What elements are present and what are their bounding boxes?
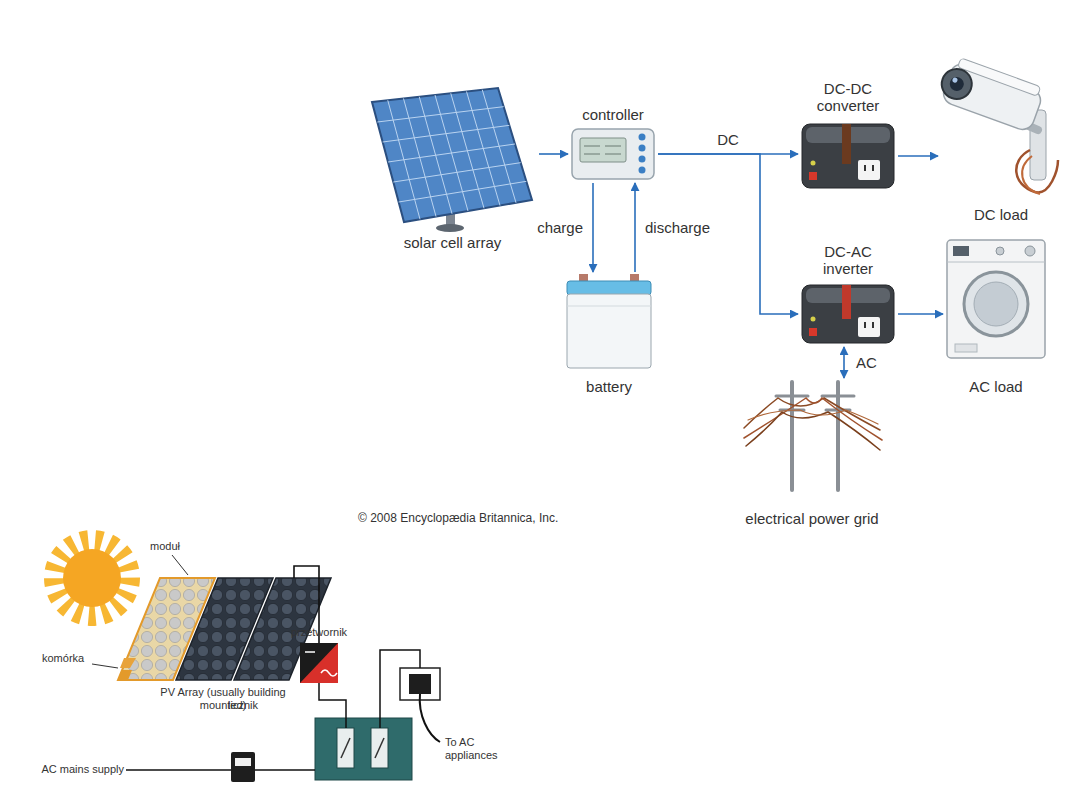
- dc-ac-inverter-picture: [802, 285, 894, 343]
- power-grid-picture: [744, 382, 882, 490]
- meter-picture: [231, 752, 255, 782]
- socket: To AC appliances: [400, 668, 440, 700]
- inverter-box-picture: [300, 643, 338, 683]
- caption: licznik: [208, 699, 278, 712]
- camera-picture: [935, 54, 1058, 194]
- caption: DC-DC converter: [807, 80, 889, 115]
- solar-array-picture: [372, 88, 532, 232]
- caption: battery: [559, 378, 659, 395]
- wires: [126, 650, 420, 770]
- battery: battery: [565, 274, 653, 370]
- edge-label: AC: [854, 354, 879, 371]
- meter: licznik: [231, 752, 255, 782]
- dc-ac-inverter: DC-AC inverter: [800, 283, 896, 345]
- flow-arrow: [592, 183, 594, 272]
- inverter: przetwornik: [300, 643, 338, 683]
- flow-arrow: [898, 155, 938, 157]
- caption: DC load: [941, 206, 1061, 223]
- flow-arrow: [634, 183, 636, 272]
- power-grid: electrical power grid: [742, 380, 882, 492]
- edge-label: DC: [715, 131, 741, 148]
- battery-picture: [567, 274, 651, 368]
- label: komórka: [42, 652, 84, 665]
- sun-picture: [54, 540, 130, 616]
- leader-line: [92, 664, 118, 668]
- caption: przetwornik: [274, 626, 364, 639]
- dc-load: DC load: [940, 62, 1062, 202]
- distribution-box-picture: [315, 718, 412, 780]
- caption: controller: [558, 106, 668, 123]
- dc-dc-converter-picture: [802, 124, 894, 188]
- edge-label: discharge: [643, 219, 712, 236]
- caption: AC load: [941, 378, 1051, 395]
- dc-dc-converter: DC-DC converter: [800, 120, 896, 192]
- caption: solar cell array: [373, 234, 533, 251]
- leader-line: [172, 555, 188, 575]
- caption: DC-AC inverter: [807, 243, 889, 278]
- controller-picture: [572, 129, 654, 179]
- ac-load: AC load: [945, 238, 1047, 360]
- socket-picture: [400, 668, 440, 742]
- caption: To AC appliances: [445, 736, 507, 761]
- label: AC mains supply: [41, 763, 124, 776]
- flow-arrow: [539, 153, 568, 155]
- solar-array: solar cell array: [370, 88, 535, 228]
- caption: PV Array (usually building mounted): [148, 686, 298, 711]
- label: moduł: [150, 540, 180, 553]
- label: © 2008 Encyclopædia Britannica, Inc.: [358, 512, 558, 526]
- washing-machine-picture: [947, 240, 1045, 358]
- flow-arrow: [843, 347, 845, 378]
- edge-label: charge: [535, 219, 585, 236]
- flow-arrow: [898, 313, 943, 315]
- controller: controller: [570, 127, 656, 181]
- caption: electrical power grid: [717, 510, 907, 527]
